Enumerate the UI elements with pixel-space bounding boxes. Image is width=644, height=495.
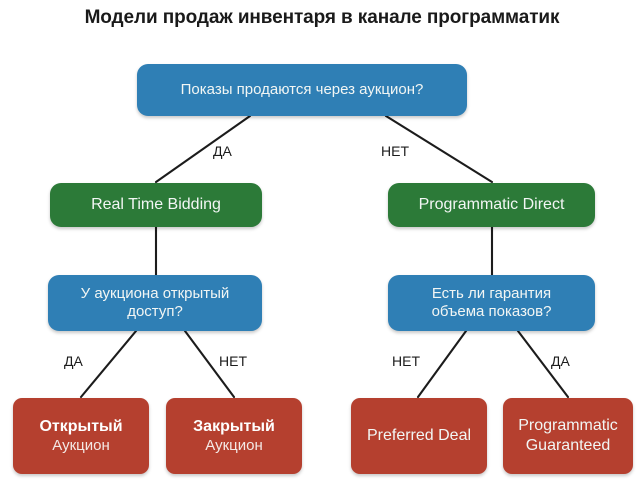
node-volume-guarantee-line1: Есть ли гарантия xyxy=(431,284,552,302)
node-root-label: Показы продаются через аукцион? xyxy=(180,80,424,98)
node-closed-auction[interactable]: Закрытый Аукцион xyxy=(166,398,302,474)
node-auction-access-line1: У аукциона открытый xyxy=(80,284,230,302)
node-volume-guarantee-decision[interactable]: Есть ли гарантия объема показов? xyxy=(388,275,595,331)
node-root-decision[interactable]: Показы продаются через аукцион? xyxy=(137,64,467,116)
node-preferred-deal-label: Preferred Deal xyxy=(366,427,472,445)
page-title: Модели продаж инвентаря в канале програм… xyxy=(84,7,560,28)
edge-label-volume-no: НЕТ xyxy=(392,353,420,369)
node-volume-guarantee-line2: объема показов? xyxy=(431,303,552,320)
node-real-time-bidding[interactable]: Real Time Bidding xyxy=(50,183,262,227)
edge-access-to-open xyxy=(79,329,138,399)
node-open-auction[interactable]: Открытый Аукцион xyxy=(13,398,149,474)
node-open-auction-text: Открытый Аукцион xyxy=(39,417,122,455)
node-preferred-deal[interactable]: Preferred Deal xyxy=(351,398,487,474)
edge-volume-to-preferred xyxy=(416,329,468,399)
node-closed-auction-text: Закрытый Аукцион xyxy=(193,417,275,455)
node-rtb-label: Real Time Bidding xyxy=(91,196,221,214)
edge-label-root-yes: ДА xyxy=(213,143,232,159)
node-programmatic-guaranteed-line1: Programmatic xyxy=(518,417,618,435)
edge-label-auction-no: НЕТ xyxy=(219,353,247,369)
node-programmatic-direct-label: Programmatic Direct xyxy=(418,196,565,214)
node-programmatic-guaranteed-line2: Guaranteed xyxy=(525,437,611,454)
node-auction-access-line2: доступ? xyxy=(127,303,183,320)
node-open-auction-line2: Аукцион xyxy=(52,436,110,454)
edge-label-volume-yes: ДА xyxy=(551,353,570,369)
edge-label-root-no: НЕТ xyxy=(381,143,409,159)
node-closed-auction-line1: Закрытый xyxy=(193,418,275,436)
edge-root-to-rtb xyxy=(154,114,252,184)
node-auction-access-decision[interactable]: У аукциона открытый доступ? xyxy=(48,275,262,331)
node-open-auction-line1: Открытый xyxy=(39,418,123,436)
node-closed-auction-line2: Аукцион xyxy=(205,436,263,454)
node-programmatic-direct[interactable]: Programmatic Direct xyxy=(388,183,595,227)
node-programmatic-guaranteed-text: Programmatic Guaranteed xyxy=(518,416,618,455)
node-auction-access-text: У аукциона открытый доступ? xyxy=(81,285,230,322)
node-programmatic-guaranteed[interactable]: Programmatic Guaranteed xyxy=(503,398,633,474)
node-volume-guarantee-text: Есть ли гарантия объема показов? xyxy=(432,285,552,322)
edge-label-auction-yes: ДА xyxy=(64,353,83,369)
